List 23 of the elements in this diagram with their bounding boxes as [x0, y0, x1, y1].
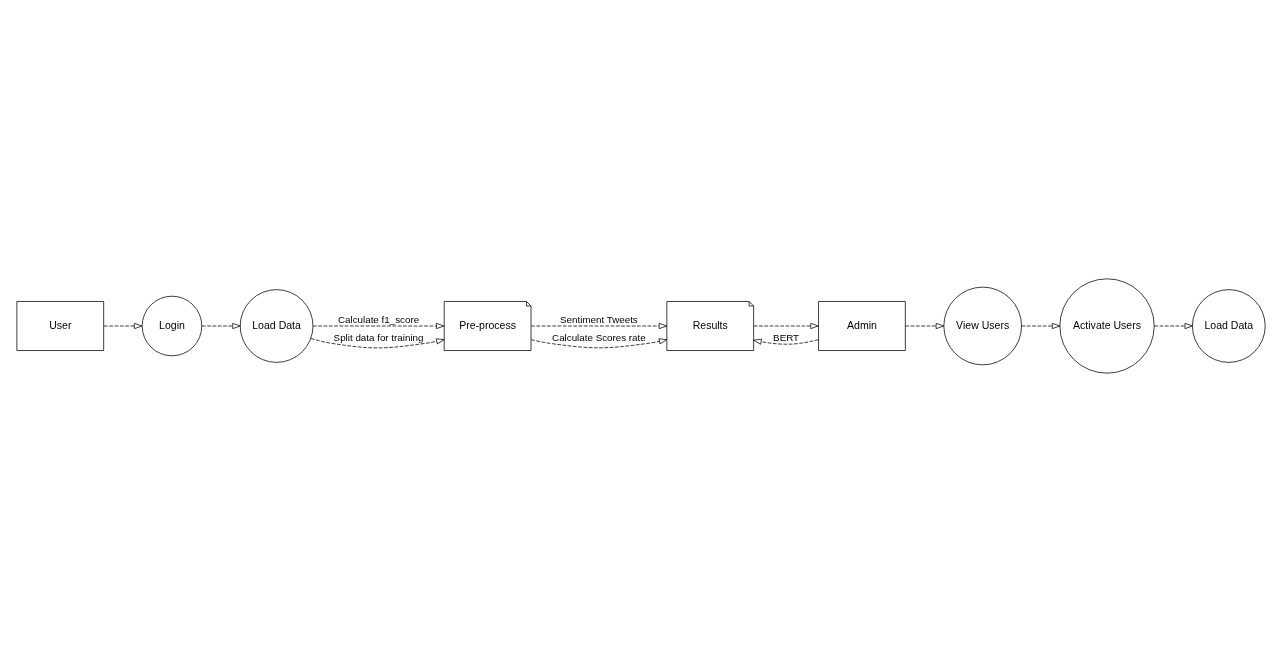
arrow [103, 323, 143, 329]
node-circle: Load Data [1192, 289, 1266, 363]
edge-label: Calculate f1_score [337, 314, 420, 326]
arrow [753, 323, 819, 329]
edge-label: Sentiment Tweets [560, 314, 638, 326]
edge-label: Calculate Scores rate [552, 331, 646, 343]
node-circle: Load Data [239, 289, 314, 363]
arrow [753, 338, 819, 345]
edge-label: BERT [773, 331, 800, 343]
edge-label: Split data for training [333, 331, 424, 343]
node-box: Admin [818, 301, 906, 351]
arrow [530, 338, 668, 349]
node-circle: Activate Users [1059, 278, 1155, 374]
arrow [1153, 323, 1193, 329]
node-circle: View Users [943, 286, 1022, 366]
arrow [1021, 323, 1061, 329]
arrow [530, 323, 668, 329]
arrow [310, 338, 445, 349]
arrow [201, 323, 241, 329]
arrow [312, 323, 445, 329]
node-box: User [16, 301, 105, 351]
node-circle: Login [141, 295, 203, 357]
arrow [905, 323, 945, 329]
